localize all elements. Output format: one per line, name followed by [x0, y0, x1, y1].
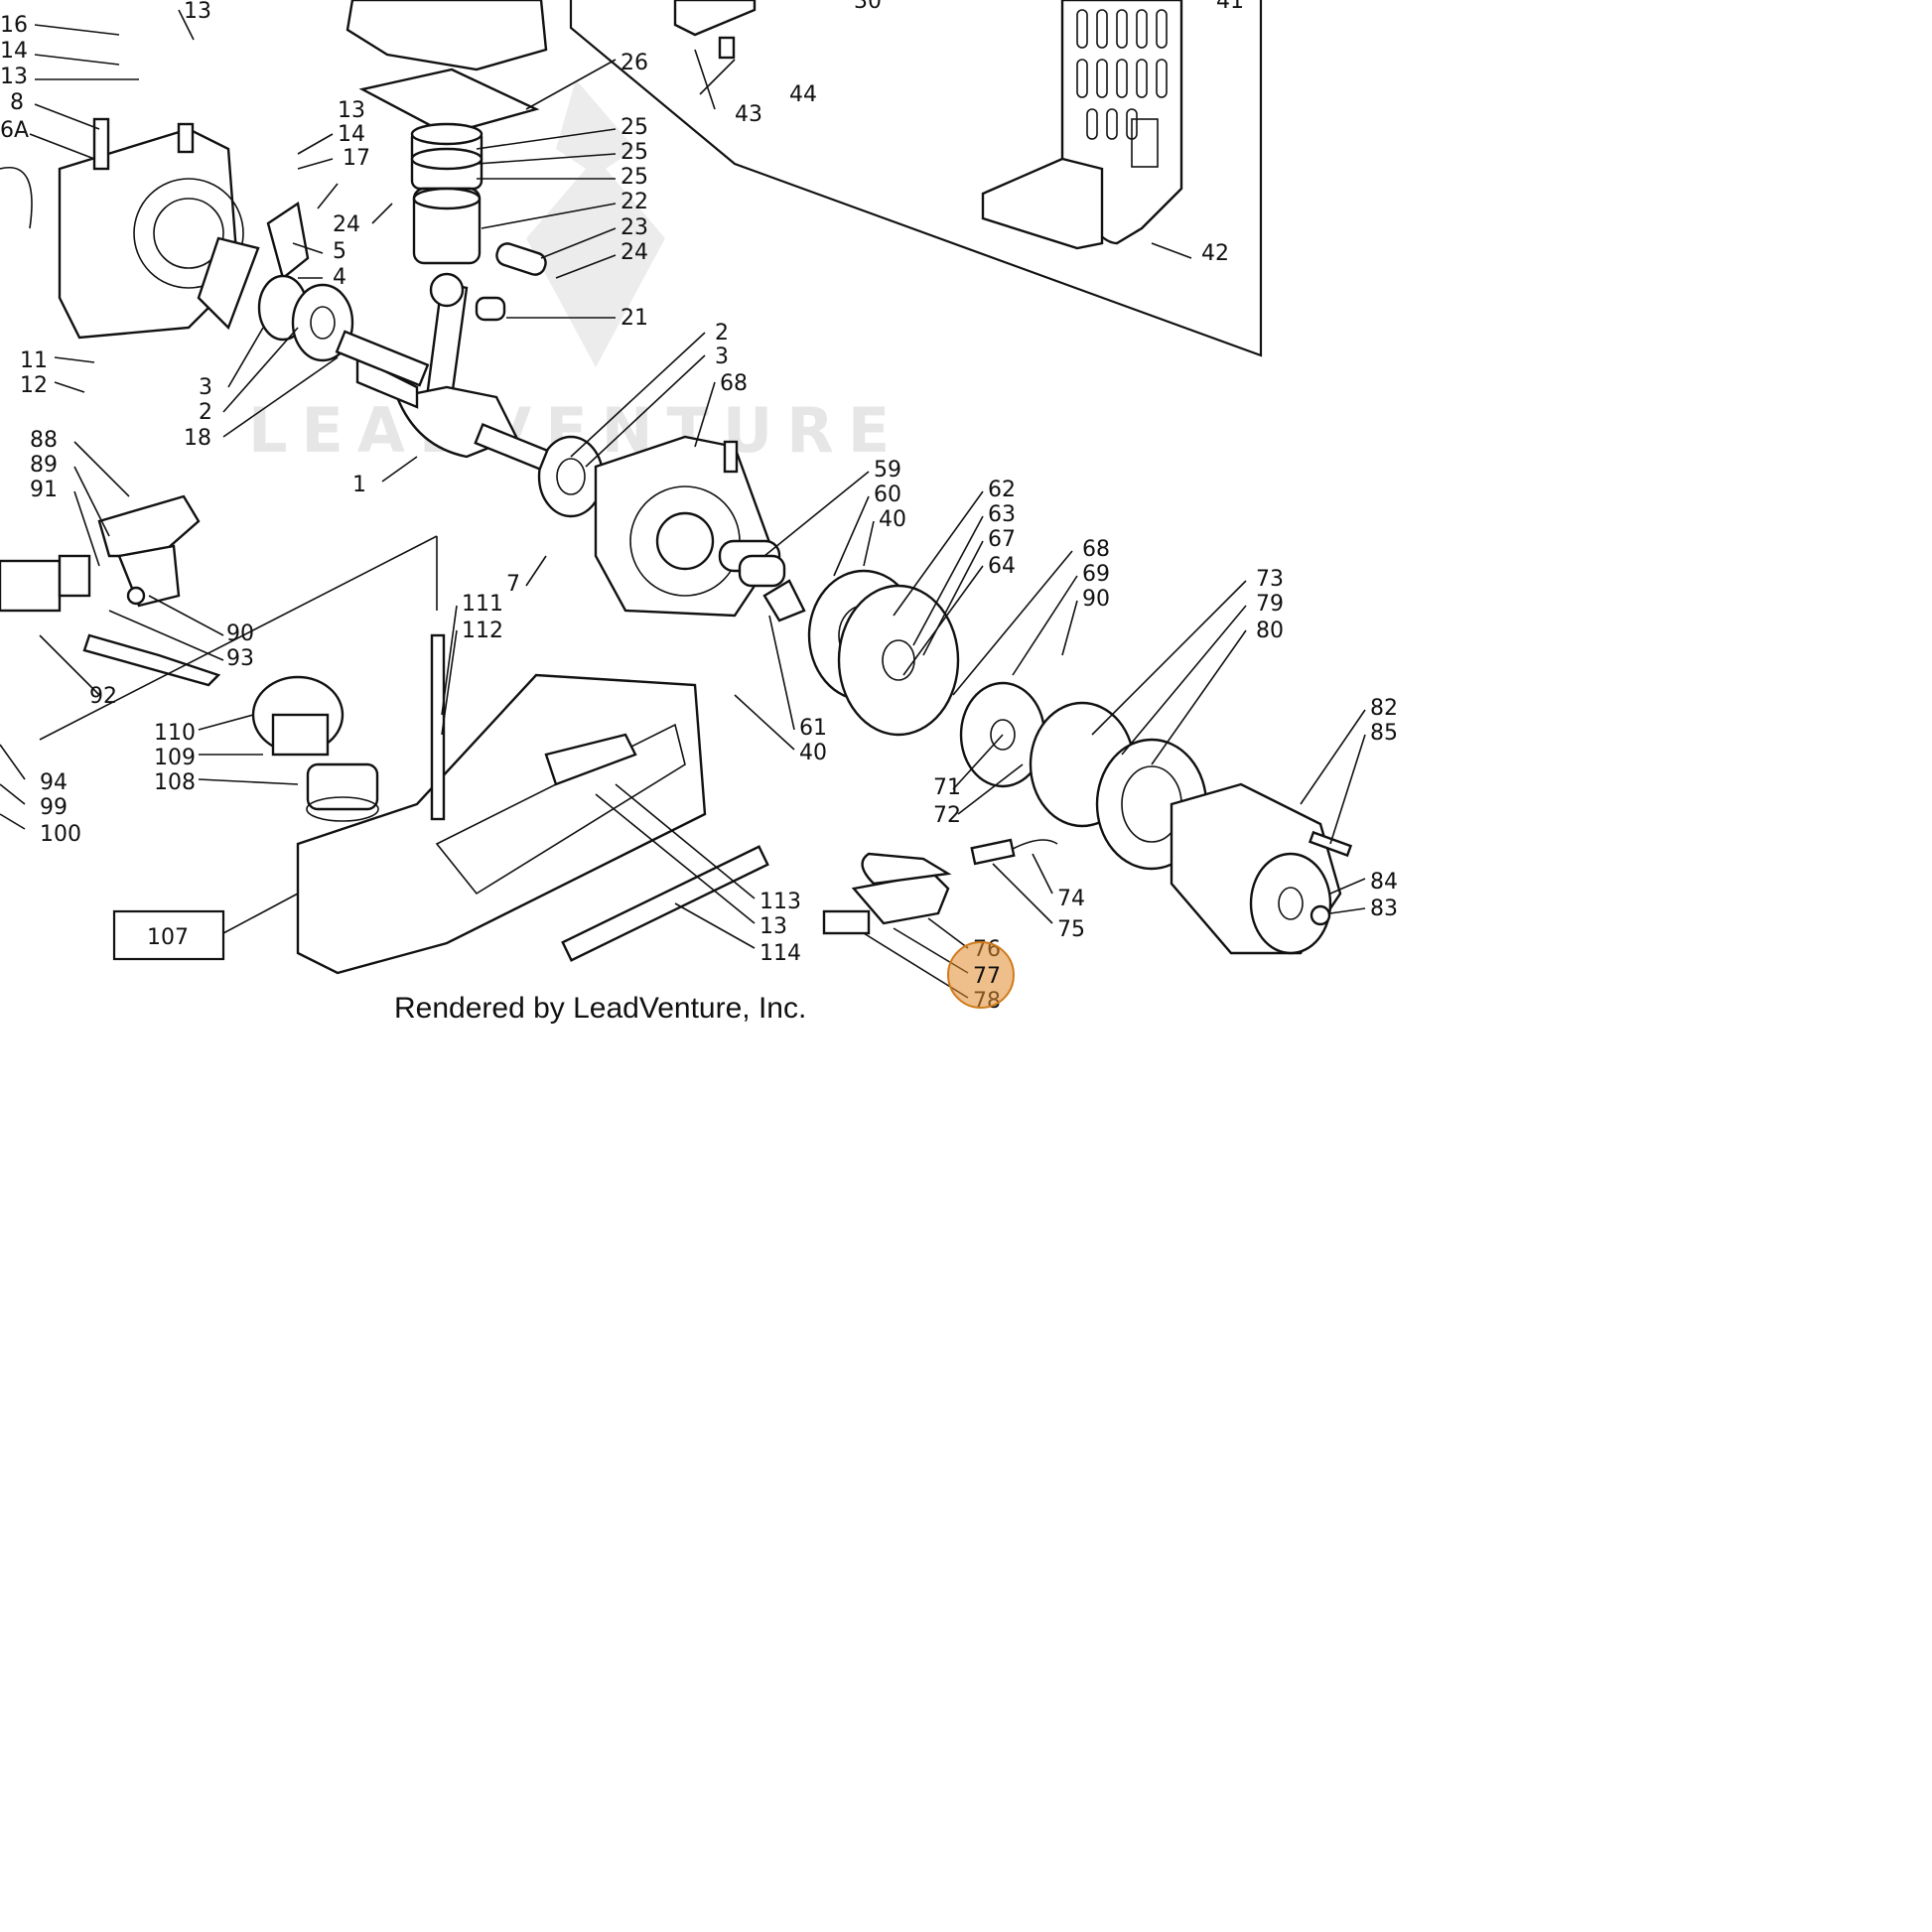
callout-68: 68 [1082, 537, 1110, 562]
callout-64: 64 [988, 554, 1016, 579]
callout-67: 67 [988, 527, 1016, 552]
callout-110: 110 [154, 721, 196, 746]
callout-112: 112 [462, 619, 503, 643]
callout-13: 13 [338, 98, 365, 123]
callout-111: 111 [462, 592, 503, 617]
callout-3: 3 [199, 375, 212, 400]
starter-assembly [807, 569, 1353, 955]
callout-4: 4 [333, 265, 346, 290]
callout-79: 79 [1256, 592, 1284, 617]
callout-100: 100 [40, 822, 81, 847]
callout-107: 107 [147, 925, 189, 950]
callout-92: 92 [89, 684, 117, 709]
callout-12: 12 [20, 373, 48, 398]
callout-3: 3 [715, 345, 729, 369]
callout-2: 2 [715, 321, 729, 345]
callout-80: 80 [1256, 619, 1284, 643]
callout-1: 1 [352, 473, 366, 497]
bearing-set [257, 274, 605, 518]
callout-5: 5 [333, 239, 346, 264]
callout-24: 24 [621, 240, 648, 265]
callout-73: 73 [1256, 567, 1284, 592]
callout-91: 91 [30, 478, 58, 502]
callout-85: 85 [1370, 721, 1398, 746]
callout-16: 16 [0, 13, 28, 38]
watermark: LEADVENTURE [248, 79, 890, 467]
callout-72: 72 [933, 803, 961, 828]
callout-68: 68 [720, 371, 748, 396]
callout-69: 69 [1082, 562, 1110, 587]
callout-60: 60 [874, 483, 901, 507]
callout-94: 94 [40, 770, 68, 795]
callout-8: 8 [10, 90, 24, 115]
carburetor-assembly [0, 494, 221, 687]
callout-40: 40 [799, 741, 827, 765]
callout-6a: 6A [0, 118, 29, 143]
callout-13: 13 [0, 65, 28, 89]
leader-lines [0, 9, 1366, 999]
callout-74: 74 [1057, 887, 1085, 911]
callout-113: 113 [759, 890, 801, 914]
callout-90: 90 [226, 621, 254, 646]
callout-labels: 16 14 13 8 6A 13 13 14 17 26 25 25 25 22… [0, 0, 1398, 1014]
credit-text: Rendered by LeadVenture, Inc. [394, 992, 806, 1025]
callout-82: 82 [1370, 696, 1398, 721]
callout-25: 25 [621, 165, 648, 190]
callout-114: 114 [759, 941, 801, 966]
callout-7: 7 [506, 572, 520, 597]
callout-21: 21 [621, 306, 648, 331]
callout-13: 13 [184, 0, 211, 24]
callout-30: 30 [854, 0, 882, 14]
callout-77: 77 [973, 964, 1001, 989]
callout-108: 108 [154, 770, 196, 795]
fuel-tank [251, 633, 769, 975]
callout-13: 13 [759, 914, 787, 939]
callout-61: 61 [799, 716, 827, 741]
callout-59: 59 [874, 458, 901, 483]
callout-23: 23 [621, 215, 648, 240]
callout-62: 62 [988, 478, 1016, 502]
shroud-panel [569, 0, 1263, 357]
callout-71: 71 [933, 775, 961, 800]
cylinder-assembly [345, 0, 548, 459]
callout-40: 40 [879, 507, 906, 532]
callout-107-box: 107 [112, 909, 225, 961]
callout-89: 89 [30, 453, 58, 478]
callout-14: 14 [0, 39, 28, 64]
crankcase-left [0, 117, 310, 340]
callout-22: 22 [621, 190, 648, 214]
callout-24: 24 [333, 212, 360, 237]
callout-93: 93 [226, 646, 254, 671]
callout-44: 44 [789, 82, 817, 107]
highlighted-callout[interactable]: 77 [947, 941, 1015, 1009]
callout-75: 75 [1057, 917, 1085, 942]
callout-83: 83 [1370, 897, 1398, 921]
callout-41: 41 [1216, 0, 1244, 14]
callout-109: 109 [154, 746, 196, 770]
callout-99: 99 [40, 795, 68, 820]
ignition-parts [738, 554, 1058, 935]
callout-18: 18 [184, 426, 211, 451]
callout-14: 14 [338, 122, 365, 147]
callout-88: 88 [30, 428, 58, 453]
callout-42: 42 [1201, 241, 1229, 266]
callout-11: 11 [20, 348, 48, 373]
callout-90: 90 [1082, 587, 1110, 612]
callout-43: 43 [735, 102, 762, 127]
callout-2: 2 [199, 400, 212, 425]
callout-63: 63 [988, 502, 1016, 527]
callout-25: 25 [621, 115, 648, 140]
callout-17: 17 [343, 146, 370, 171]
highlight-marker[interactable] [947, 941, 1015, 1009]
callout-25: 25 [621, 140, 648, 165]
callout-84: 84 [1370, 870, 1398, 895]
callout-26: 26 [621, 51, 648, 75]
